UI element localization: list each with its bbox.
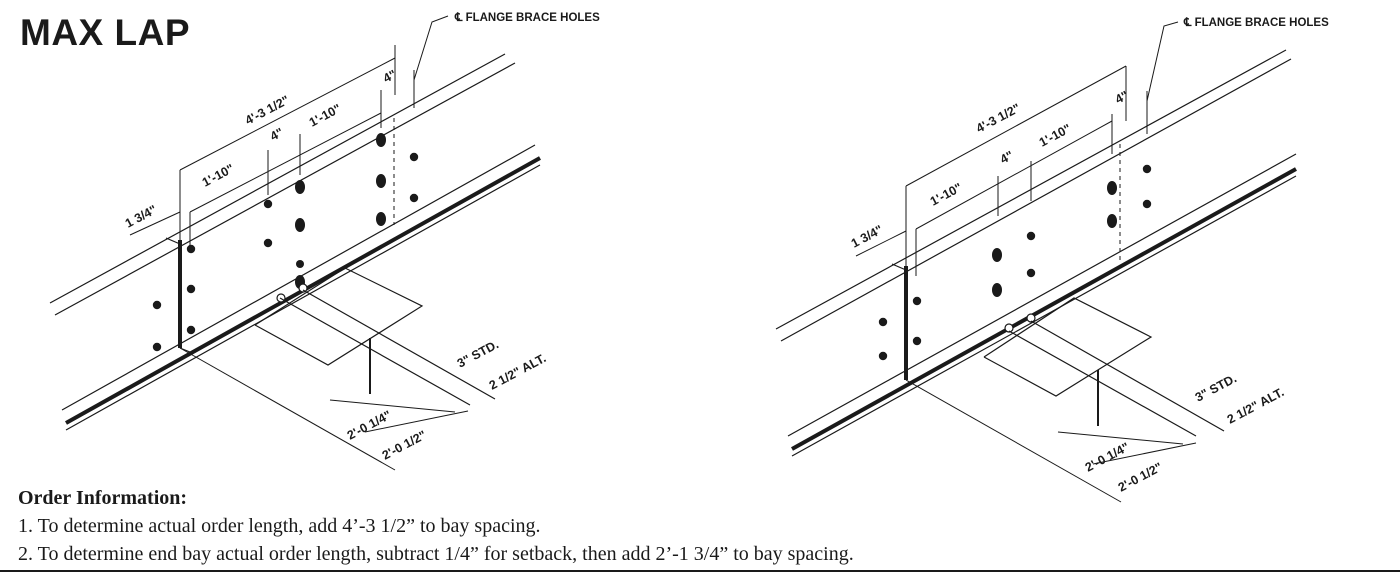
dimension-2-0-1-4: 2'-0 1/4" <box>345 408 394 443</box>
order-line-1: 1. To determine actual order length, add… <box>18 515 541 537</box>
dimension-extension <box>1008 330 1197 437</box>
leader-line <box>1146 21 1179 102</box>
overall-dimension: 4'-3 1/2" <box>243 93 292 128</box>
page-title: MAX LAP <box>20 12 190 53</box>
open-hole <box>1026 313 1036 323</box>
bolt-hole <box>1026 231 1036 241</box>
std-label: 3" STD. <box>455 337 501 370</box>
clip-plate <box>983 297 1153 397</box>
bolt-hole <box>296 260 304 268</box>
flange-brace-label: ℄ FLANGE BRACE HOLES <box>454 11 600 24</box>
order-heading: Order Information: <box>18 487 188 509</box>
bolt-hole <box>1142 199 1152 209</box>
bolt-hole <box>186 244 196 254</box>
bolt-hole <box>878 351 888 361</box>
slotted-hole <box>1107 214 1117 228</box>
left-detail: ℄ FLANGE BRACE HOLES 4'-3 1/2" 1'-10" 4"… <box>49 11 600 471</box>
dimension-extension <box>1030 320 1225 432</box>
dimension-line <box>1057 431 1184 445</box>
bolt-hole <box>1142 164 1152 174</box>
alt-label: 2 1/2" ALT. <box>487 351 548 393</box>
purlin-edge-line <box>49 53 506 304</box>
dimension-line <box>364 410 469 433</box>
bolt-hole <box>912 296 922 306</box>
bolt-hole <box>152 342 162 352</box>
dimension-1-10-a: 1'-10" <box>928 180 965 208</box>
dimension-4-mid: 4" <box>998 148 1016 166</box>
purlin-edge-line <box>65 164 541 431</box>
leader-line <box>413 15 449 81</box>
slotted-hole <box>1107 181 1117 195</box>
dimension-line <box>189 112 382 213</box>
right-detail: ℄ FLANGE BRACE HOLES 4'-3 1/2" 1'-10" 4"… <box>775 16 1329 503</box>
dimension-1-3-4: 1 3/4" <box>123 202 159 230</box>
slotted-hole <box>295 180 305 194</box>
slotted-hole <box>295 218 305 232</box>
bolt-hole <box>1026 268 1036 278</box>
dimension-1-3-4: 1 3/4" <box>849 222 885 250</box>
bolt-hole <box>263 199 273 209</box>
dimension-line <box>329 399 456 413</box>
dimension-2-0-1-2: 2'-0 1/2" <box>1116 460 1165 495</box>
purlin-edge-line <box>787 153 1297 437</box>
dimension-4-mid: 4" <box>268 125 286 143</box>
bolt-hole <box>186 284 196 294</box>
slotted-hole <box>992 283 1002 297</box>
dimension-line <box>905 379 1122 503</box>
bolt-hole <box>152 300 162 310</box>
purlin-edge-line <box>791 175 1297 457</box>
dimension-extension <box>279 297 471 406</box>
slotted-hole <box>992 248 1002 262</box>
dimension-4-top: 4" <box>381 67 399 85</box>
purlin-bottom-flange <box>791 167 1297 451</box>
dimension-line <box>129 211 181 236</box>
lap-end-lip <box>891 263 907 271</box>
dimension-line <box>915 120 1113 230</box>
order-line-2: 2. To determine end bay actual order len… <box>18 543 854 565</box>
purlin-edge-line <box>54 62 516 316</box>
slotted-hole <box>376 174 386 188</box>
slotted-hole <box>376 212 386 226</box>
dimension-line <box>179 347 396 471</box>
lap-end-lip <box>165 237 181 245</box>
dimension-1-10-a: 1'-10" <box>200 161 237 189</box>
bolt-hole <box>186 325 196 335</box>
std-label: 3" STD. <box>1193 371 1239 404</box>
bolt-hole <box>409 193 419 203</box>
dimension-2-0-1-2: 2'-0 1/2" <box>380 428 429 463</box>
clip-plate <box>254 267 424 366</box>
slotted-hole <box>376 133 386 147</box>
bolt-hole <box>878 317 888 327</box>
open-hole <box>1004 323 1014 333</box>
dimension-line <box>1092 442 1197 465</box>
order-information: Order Information: 1. To determine actua… <box>18 484 854 568</box>
open-hole <box>298 283 308 293</box>
overall-dimension: 4'-3 1/2" <box>974 101 1023 136</box>
bottom-rule <box>0 570 1400 572</box>
dimension-line <box>179 57 396 171</box>
dimension-extension <box>302 289 496 400</box>
alt-label: 2 1/2" ALT. <box>1225 385 1286 427</box>
bolt-hole <box>263 238 273 248</box>
purlin-edge-line <box>780 58 1292 342</box>
dimension-1-10-b: 1'-10" <box>307 101 344 129</box>
bolt-hole <box>409 152 419 162</box>
flange-brace-label: ℄ FLANGE BRACE HOLES <box>1183 16 1329 29</box>
dimension-line <box>905 65 1127 187</box>
dimension-line <box>855 230 907 257</box>
bolt-hole <box>912 336 922 346</box>
dimension-4-top: 4" <box>1113 88 1131 106</box>
